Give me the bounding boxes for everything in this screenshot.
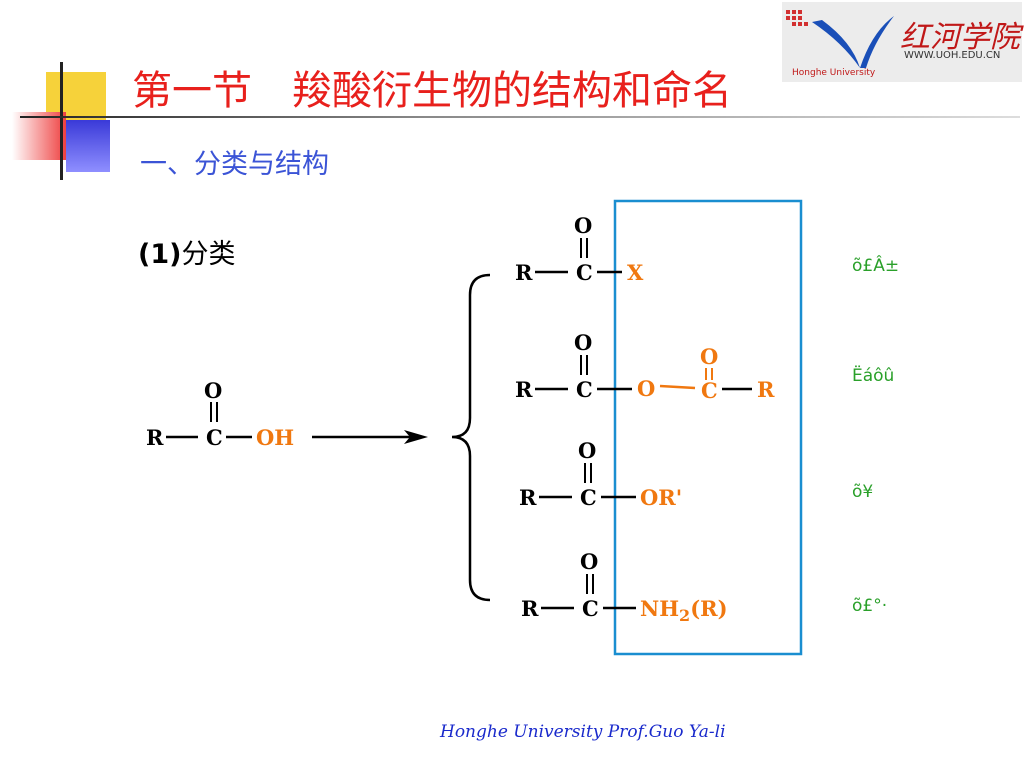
acyl-halide-x: X (627, 260, 644, 285)
amide-structure: R C O NH2(R) (521, 549, 728, 625)
subsection-number: (1) (138, 239, 182, 270)
highlight-box (613, 199, 803, 656)
acid-c: C (206, 425, 223, 450)
anhydride-r2: R (757, 377, 775, 402)
subsection-heading: (1)分类 (138, 232, 235, 271)
page-title: 第一节 羧酸衍生物的结构和命名 (132, 68, 732, 114)
logo-url: WWW.UOH.EDU.CN (904, 50, 1001, 61)
amide-r: R (521, 596, 539, 621)
label-amide: õ£°· (852, 596, 888, 616)
arrow-right-icon (312, 430, 428, 444)
ester-c: C (580, 485, 597, 510)
acyl-halide-structure: R C O X (515, 213, 644, 285)
anhydride-structure: R C O O C O R (515, 330, 775, 403)
label-acyl-halide: õ£Â± (852, 256, 900, 276)
footer-credit: Honghe University Prof.Guo Ya-li (440, 722, 726, 742)
anhydride-c2: C (701, 378, 718, 403)
acid-oh: OH (256, 425, 294, 450)
acyl-halide-c: C (576, 260, 593, 285)
ester-r: R (519, 485, 537, 510)
logo-emblem-icon (786, 10, 894, 68)
anhydride-bridge-o: O (637, 376, 655, 401)
acyl-halide-r: R (515, 260, 533, 285)
label-anhydride: Ëáôû (852, 366, 895, 386)
ester-o: O (578, 438, 596, 463)
decor-horizontal-line (20, 116, 1020, 118)
carboxylic-acid-structure: R C O OH (146, 378, 294, 450)
ester-structure: R C O OR' (519, 438, 682, 510)
label-ester: õ¥ (852, 482, 874, 502)
anhydride-r: R (515, 377, 533, 402)
amide-o: O (580, 549, 598, 574)
decor-blue-block (66, 120, 110, 172)
brace-icon (451, 273, 491, 602)
section-subtitle: 一、分类与结构 (140, 149, 329, 180)
amide-group: NH2(R) (640, 596, 728, 625)
acid-r: R (146, 425, 164, 450)
anhydride-o: O (574, 330, 592, 355)
amide-c: C (582, 596, 599, 621)
university-logo (782, 2, 1022, 82)
anhydride-o2: O (700, 344, 718, 369)
acyl-halide-o: O (574, 213, 592, 238)
decor-red-block (12, 112, 66, 160)
subsection-label: 分类 (181, 239, 236, 270)
logo-english-name: Honghe University (792, 68, 876, 78)
anhydride-c: C (576, 377, 593, 402)
ester-or: OR' (640, 485, 682, 510)
decor-vertical-line (60, 62, 63, 180)
logo-chinese-name: 红河学院 (900, 20, 1020, 55)
acid-o: O (204, 378, 222, 403)
